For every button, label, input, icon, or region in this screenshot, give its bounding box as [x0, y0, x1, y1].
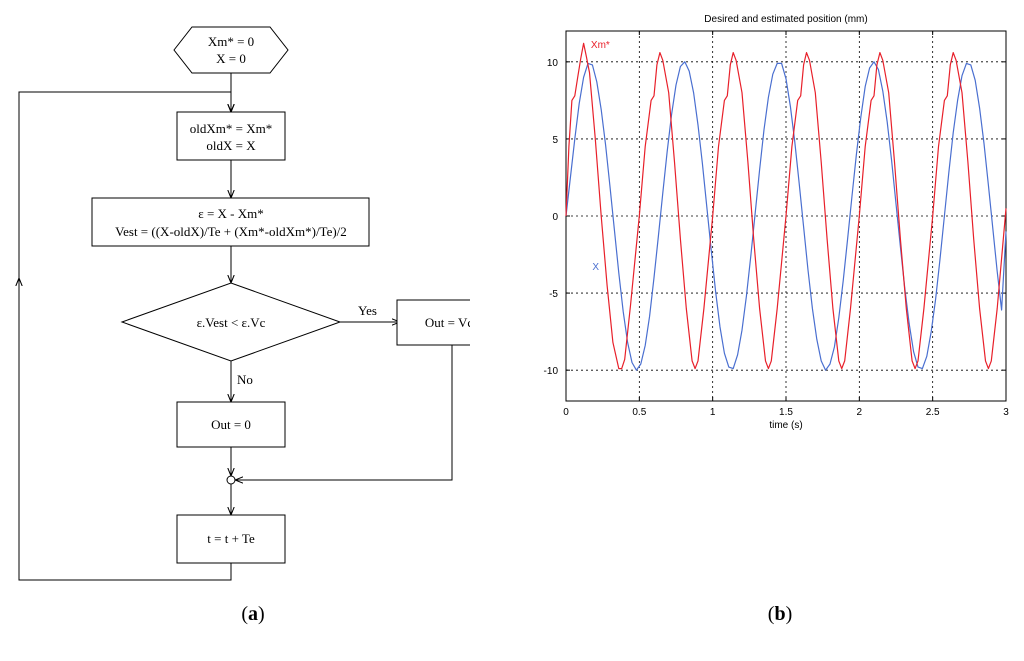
annotation-layer: Xm* X — [591, 40, 610, 273]
y-tick-label: 0 — [552, 212, 558, 223]
x-tick-layer: 0 0.5 1 1.5 2 2.5 3 — [563, 31, 1009, 418]
panel-label-a: (a) — [241, 603, 264, 625]
store-node — [176, 111, 286, 161]
yes-label: Yes — [358, 303, 377, 318]
y-tick-label: -5 — [549, 289, 558, 300]
start-line-2: X = 0 — [216, 51, 246, 66]
join-node — [226, 475, 236, 485]
x-tick-label: 0.5 — [632, 407, 646, 418]
panel-label-b: (b) — [768, 603, 792, 625]
decision-label: ε.Vest < ε.Vc — [197, 315, 266, 330]
flowchart: Xm* = 0 X = 0 oldXm* = Xm* oldX = X ε = … — [0, 26, 470, 625]
x-tick-label: 1 — [710, 407, 716, 418]
time-step-node — [176, 514, 286, 564]
series-annotation: Xm* — [591, 40, 610, 51]
loop-back-line — [18, 91, 232, 581]
out-zero-label: Out = 0 — [211, 417, 251, 432]
y-tick-label: 10 — [547, 58, 559, 69]
out-vc-node — [396, 299, 470, 346]
x-tick-label: 2.5 — [926, 407, 940, 418]
panel-a-letter: a — [248, 603, 258, 625]
start-node — [173, 26, 289, 74]
panel-a-close: ) — [258, 603, 265, 625]
no-label: No — [237, 372, 253, 387]
panel-b-open: ( — [768, 603, 775, 625]
panel-a-open: ( — [241, 603, 248, 625]
x-tick-label: 2 — [857, 407, 863, 418]
start-line-1: Xm* = 0 — [208, 34, 254, 49]
position-chart: Desired and estimated position (mm) -10 -… — [520, 0, 1024, 625]
store-line-2: oldX = X — [206, 138, 256, 153]
x-axis-label: time (s) — [769, 420, 802, 431]
series-layer — [565, 42, 1007, 371]
x-tick-label: 0 — [563, 407, 569, 418]
out-vc-label: Out = Vc — [425, 315, 470, 330]
chart-background — [520, 0, 1024, 440]
x-tick-label: 1.5 — [779, 407, 793, 418]
x-tick-label: 3 — [1003, 407, 1009, 418]
time-step-label: t = t + Te — [207, 531, 255, 546]
compute-line-2: Vest = ((X-oldX)/Te + (Xm*-oldXm*)/Te)/2 — [115, 224, 347, 239]
y-tick-label: 5 — [552, 135, 558, 146]
out-zero-node — [176, 401, 286, 448]
series-line-xm-star — [565, 42, 1007, 370]
series-annotation: X — [592, 262, 599, 273]
compute-line-1: ε = X - Xm* — [198, 206, 264, 221]
store-line-1: oldXm* = Xm* — [190, 121, 272, 136]
panel-b-letter: b — [774, 603, 785, 625]
panel-b-close: ) — [786, 603, 793, 625]
series-line-x — [565, 61, 1007, 371]
compute-node — [91, 197, 370, 247]
arrow-out-vc-join — [235, 345, 453, 480]
chart-title: Desired and estimated position (mm) — [704, 14, 867, 25]
y-tick-label: -10 — [544, 366, 559, 377]
